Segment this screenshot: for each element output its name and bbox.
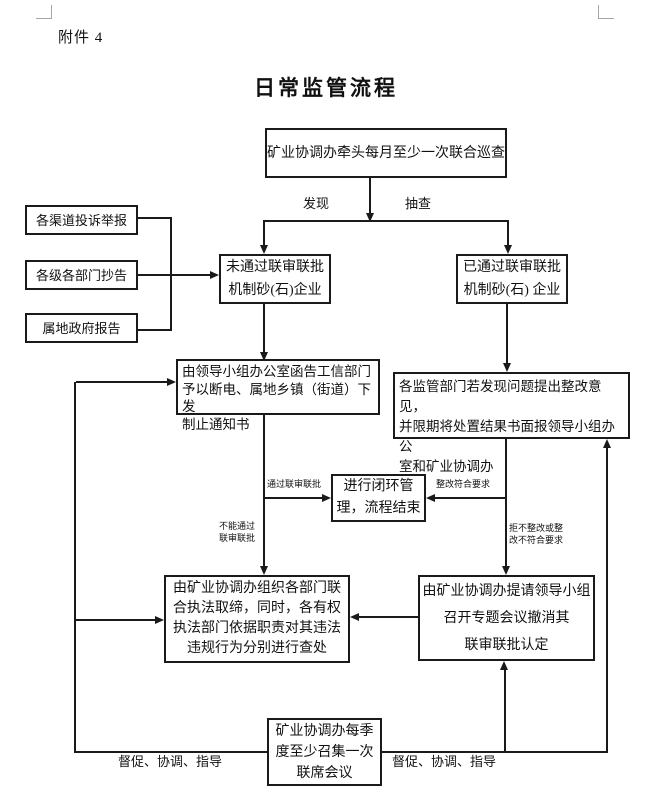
connector-complaint-out <box>138 217 170 219</box>
connector-supervise-down <box>505 439 507 568</box>
edge-label-rectify-ok: 整改符合要求 <box>436 479 491 489</box>
edge-label-not-pass: 不能通过 联审联批 <box>219 521 256 543</box>
edge-label-refuse-rectify: 拒不整改或整 改不符合要求 <box>509 523 564 545</box>
arrow-into-supervise <box>503 363 511 372</box>
arrow-into-notpassed <box>260 245 268 254</box>
connector-pass-to-loop <box>265 497 324 499</box>
node-passed-enterprise: 已通过联审联批 机制砂(石) 企业 <box>456 254 568 304</box>
page-title: 日常监管流程 <box>254 76 398 100</box>
connector-feedback-to-notice <box>76 381 169 383</box>
page-margin-mark-left <box>36 5 52 19</box>
connector-bottom-left <box>74 751 267 753</box>
arrow-rectified-into-loop <box>426 494 435 502</box>
arrow-patrol-to-branch <box>366 213 374 222</box>
arrow-revoke-into-enforcement <box>350 613 359 621</box>
node-shutdown-notice: 由领导小组办公室函告工信部门 予以断电、属地乡镇（街道）下发 制止通知书 <box>176 359 380 432</box>
connector-left-feedback-vertical <box>74 382 76 753</box>
connector-feedback-to-enforcement <box>76 619 157 621</box>
edge-label-discover: 发现 <box>303 196 330 211</box>
connector-patrol-down <box>369 178 371 216</box>
connector-rectified-to-loop <box>434 497 505 499</box>
connector-meeting-to-revoke <box>504 670 506 753</box>
connector-passed-down <box>506 304 508 365</box>
edge-label-spot-check: 抽查 <box>405 196 432 211</box>
node-local-gov-report: 属地政府报告 <box>25 313 138 343</box>
arrow-pass-into-loop <box>322 494 331 502</box>
node-not-passed-enterprise: 未通过联审联批 机制砂(石)企业 <box>219 254 331 304</box>
connector-notice-down <box>263 415 265 568</box>
connector-branch-left-drop <box>263 222 265 247</box>
edge-label-pass-review: 通过联审联批 <box>267 479 322 489</box>
attachment-label: 附件 4 <box>58 30 104 46</box>
node-revoke-approval: 由矿业协调办提请领导小组 召开专题会议撤消其 联审联批认定 <box>418 575 595 661</box>
arrow-into-notice <box>260 352 268 361</box>
arrow-feedback-into-supervise <box>603 439 611 448</box>
arrow-into-passed <box>504 245 512 254</box>
arrow-feedback-into-enforcement <box>155 616 164 624</box>
connector-branch-right-drop <box>507 222 509 247</box>
arrow-feedback-into-notice <box>167 378 176 386</box>
arrow-into-enforcement-top <box>260 566 268 575</box>
arrow-meeting-into-revoke <box>500 661 508 670</box>
node-joint-enforcement: 由矿业协调办组织各部门联 合执法取缔，同时，各有权 执法部门依据职责对其违法 违… <box>164 575 350 663</box>
node-monthly-patrol: 矿业协调办牵头每月至少一次联合巡查 <box>265 128 507 178</box>
node-quarterly-meeting: 矿业协调办每季 度至少召集一次 联席会议 <box>267 718 382 786</box>
connector-branch-horizontal <box>263 220 509 222</box>
arrow-sources-into-notpassed <box>210 271 219 279</box>
node-supervision-rectification: 各监管部门若发现问题提出整改意见， 并限期将处置结果书面报领导小组办公 室和矿业… <box>393 372 630 474</box>
page-margin-mark-right <box>598 5 614 19</box>
connector-bottom-right <box>382 751 607 753</box>
arrow-into-revoke-top <box>502 566 510 575</box>
edge-label-guide-right: 督促、协调、指导 <box>392 754 497 769</box>
connector-notpassed-down <box>263 304 265 354</box>
connector-localreport-out <box>138 329 170 331</box>
edge-label-guide-left: 督促、协调、指导 <box>118 754 223 769</box>
node-closed-loop: 进行闭环管 理，流程结束 <box>331 474 426 522</box>
connector-right-feedback-vertical <box>606 447 608 753</box>
node-complaint-reports: 各渠道投诉举报 <box>25 205 138 235</box>
node-department-copies: 各级各部门抄告 <box>25 260 138 290</box>
connector-sources-to-notpassed <box>138 274 212 276</box>
connector-revoke-to-enforcement <box>358 616 418 618</box>
